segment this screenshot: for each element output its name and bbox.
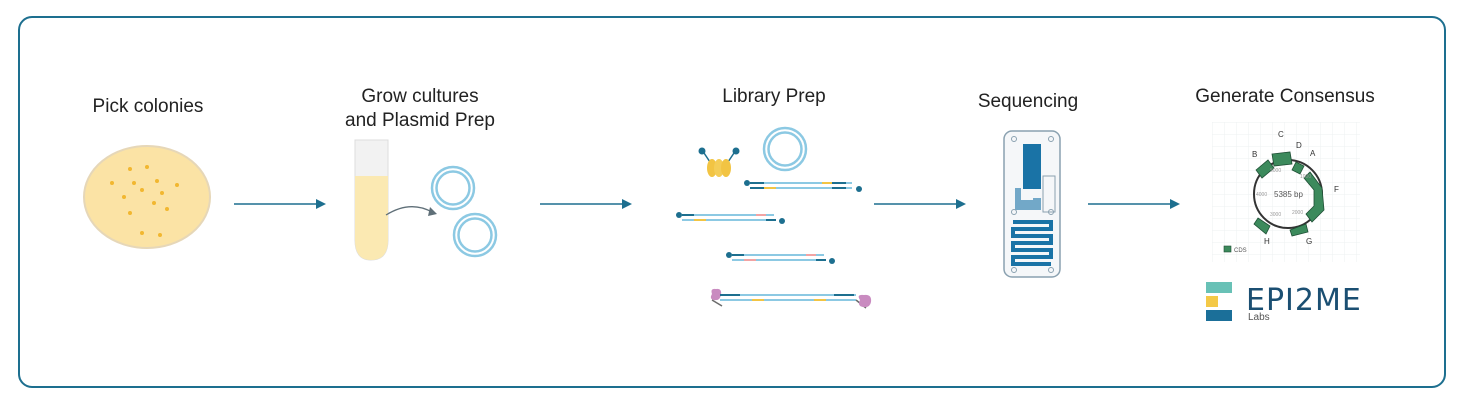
tick-label-2000: 2000 xyxy=(1292,210,1303,216)
feature-label-a: A xyxy=(1310,149,1316,158)
dna-fragment-3 xyxy=(726,252,835,264)
feature-label-c: C xyxy=(1278,130,1284,139)
feature-label-g: G xyxy=(1306,237,1312,246)
plasmid-icon-3 xyxy=(762,126,808,172)
epi2me-logo-text: EPI2ME xyxy=(1246,283,1362,318)
arrow-1 xyxy=(234,199,326,209)
plasmid-icon-2 xyxy=(452,212,498,258)
epi2me-logo-icon xyxy=(1206,282,1232,321)
step-title-generate-consensus: Generate Consensus xyxy=(1195,86,1375,107)
feature-label-b: B xyxy=(1252,150,1257,159)
step-title-library-prep: Library Prep xyxy=(722,86,826,107)
flow-cell-icon xyxy=(1003,130,1061,278)
diagram-frame xyxy=(18,16,1446,388)
tick-label-4000: 4000 xyxy=(1256,192,1267,198)
legend-label: CDS xyxy=(1234,248,1247,254)
tick-label-5000: 5000 xyxy=(1270,168,1281,174)
culture-tube-icon xyxy=(354,139,437,261)
plasmid-icon-1 xyxy=(430,165,476,211)
transposase-complex-icon xyxy=(698,147,740,177)
feature-label-h: H xyxy=(1264,237,1270,246)
step-title-sequencing: Sequencing xyxy=(977,91,1079,112)
dna-fragment-1 xyxy=(744,180,862,192)
tick-label-3000: 3000 xyxy=(1270,212,1281,218)
arrow-4 xyxy=(1088,199,1180,209)
step-title-grow-cultures: Grow cultures and Plasmid Prep xyxy=(320,85,520,133)
plasmid-map: 5385 bp B C D A F G H 1000 2000 3000 400… xyxy=(1212,122,1360,262)
petri-dish-icon xyxy=(83,145,211,249)
dna-fragment-4-with-motor xyxy=(710,288,872,309)
arrow-3 xyxy=(874,199,966,209)
feature-label-f: F xyxy=(1334,185,1339,194)
step-title-grow-cultures-line2: and Plasmid Prep xyxy=(345,110,495,131)
tick-label-1000: 1000 xyxy=(1300,174,1311,180)
step-title-grow-cultures-line1: Grow cultures xyxy=(361,86,479,107)
plasmid-size-label: 5385 bp xyxy=(1274,190,1303,199)
step-title-pick-colonies: Pick colonies xyxy=(92,96,204,117)
epi2me-logo-sub: Labs xyxy=(1248,312,1270,323)
legend-swatch xyxy=(1223,245,1232,253)
feature-label-d: D xyxy=(1296,141,1302,150)
dna-fragment-2 xyxy=(676,212,785,224)
arrow-2 xyxy=(540,199,632,209)
